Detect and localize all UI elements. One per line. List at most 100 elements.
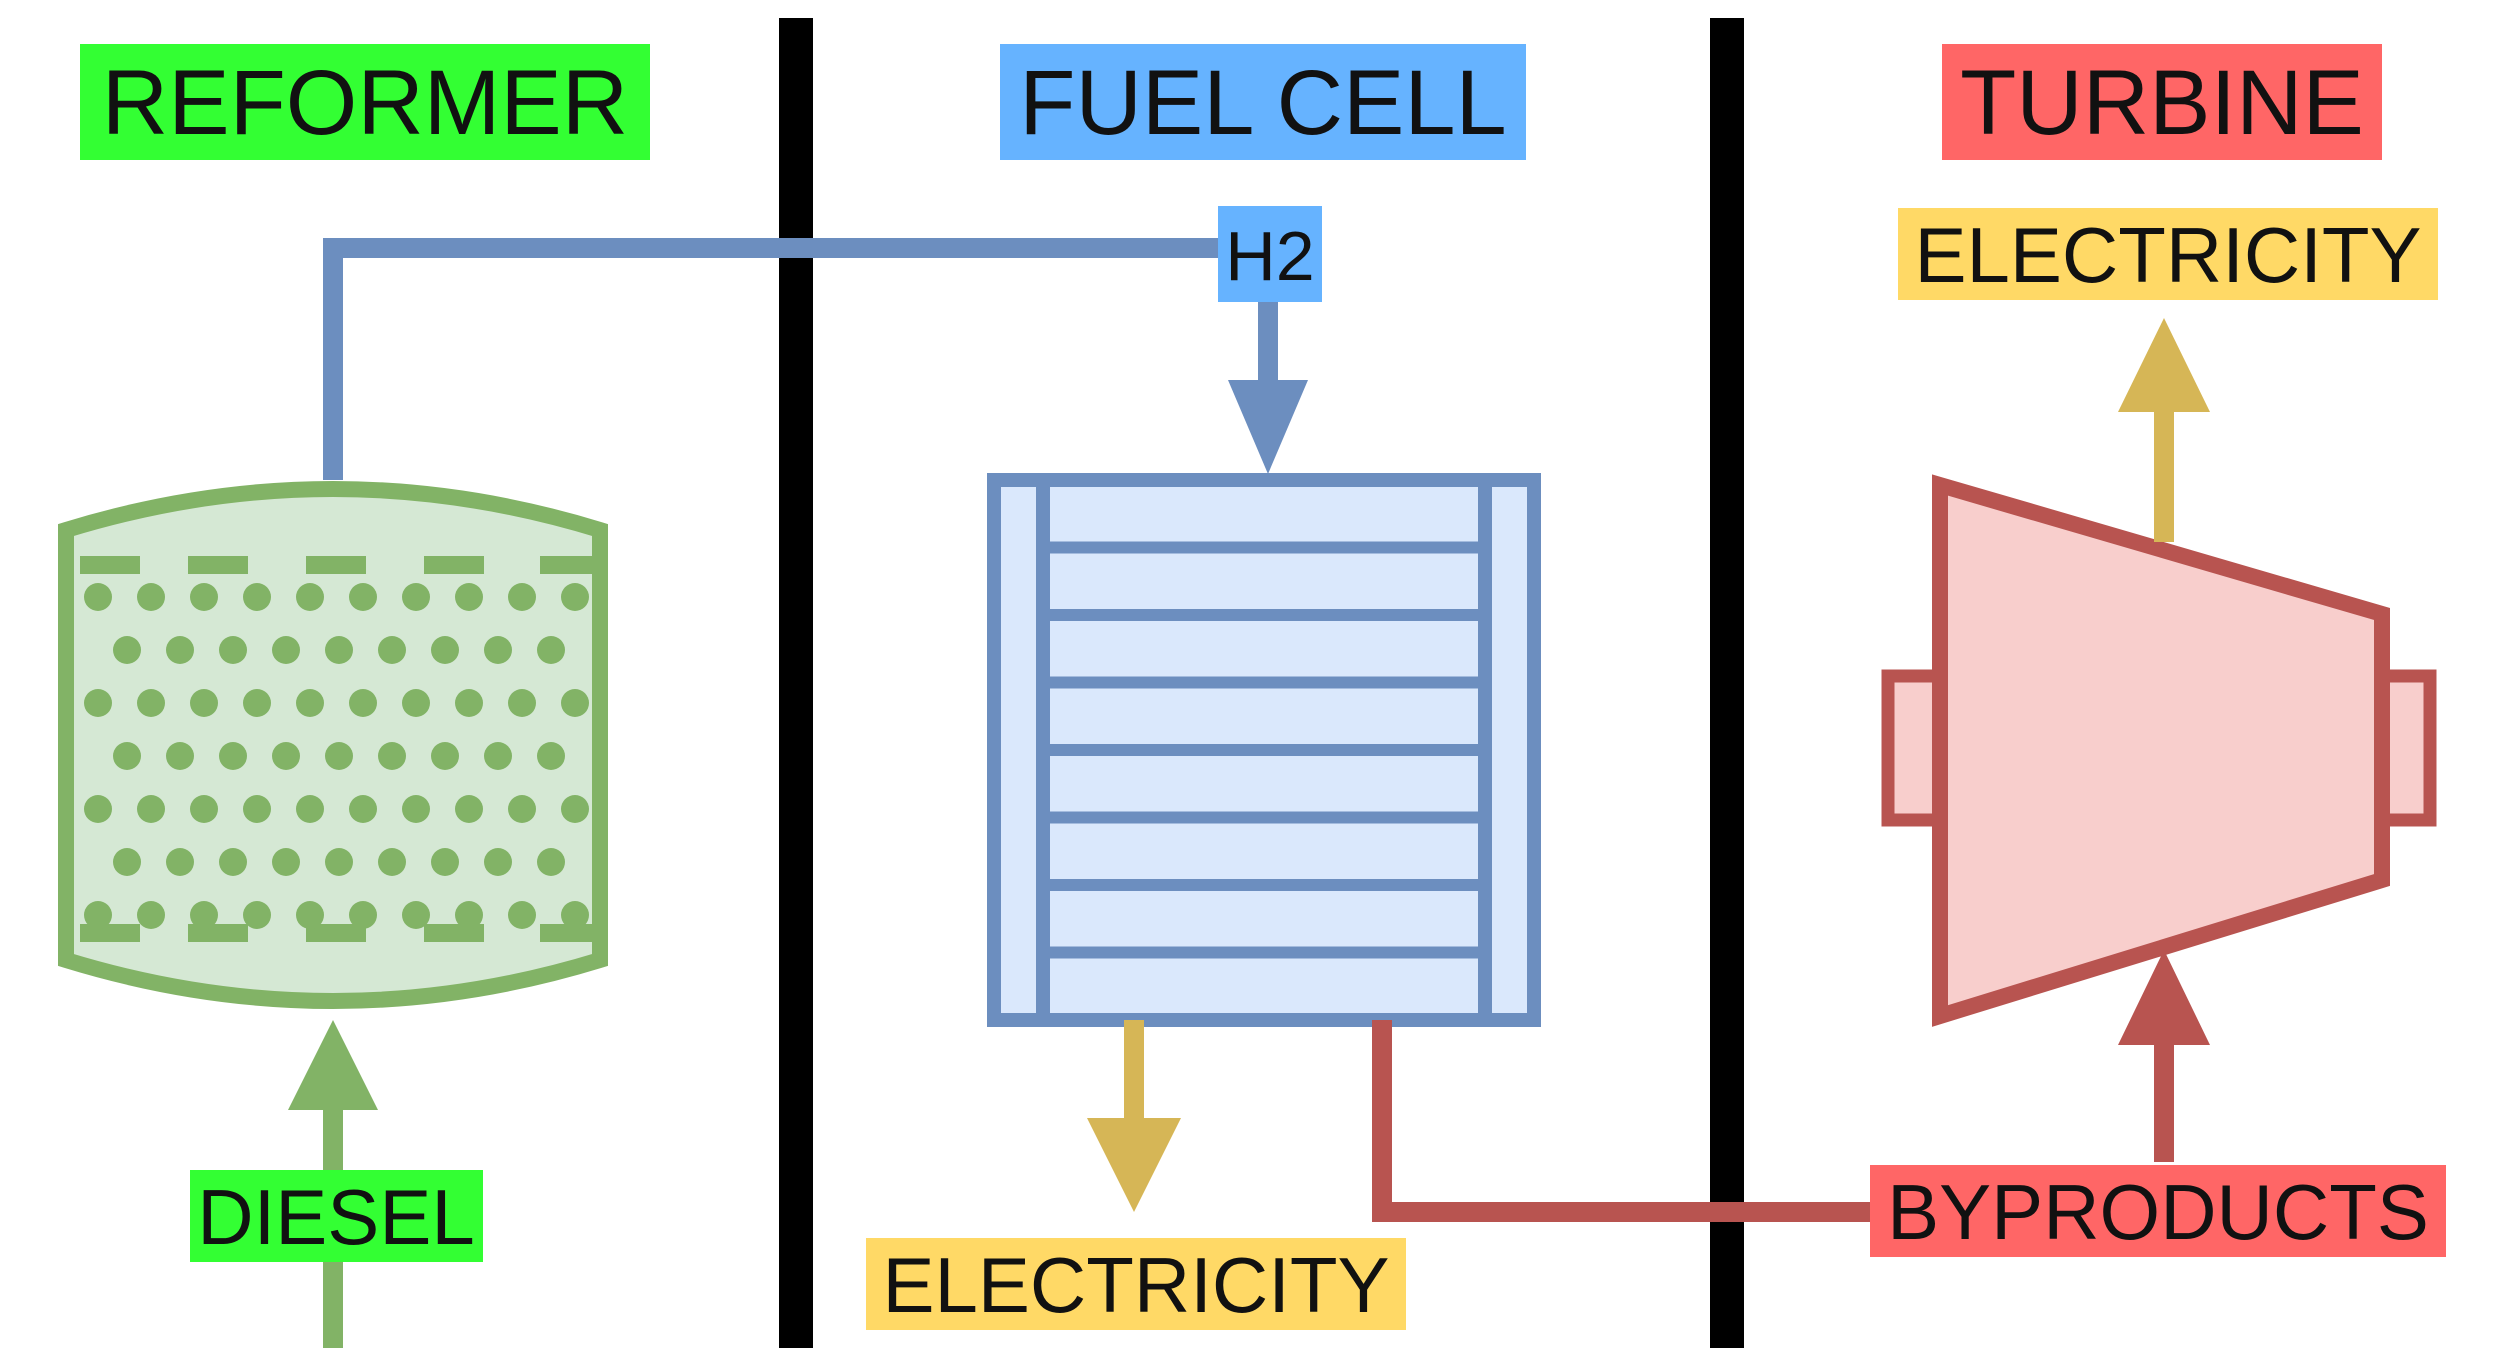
turbine-electricity-label: ELECTRICITY bbox=[1898, 208, 2438, 300]
catalyst-pellet bbox=[190, 583, 218, 611]
fuel-cell-electricity-arrowhead bbox=[1087, 1118, 1181, 1212]
catalyst-pellet bbox=[190, 689, 218, 717]
catalyst-pellet bbox=[484, 848, 512, 876]
catalyst-pellet bbox=[219, 848, 247, 876]
catalyst-pellet bbox=[84, 795, 112, 823]
catalyst-pellet bbox=[243, 583, 271, 611]
catalyst-pellet bbox=[484, 742, 512, 770]
catalyst-pellet bbox=[378, 742, 406, 770]
h2-pipe bbox=[323, 238, 1278, 480]
catalyst-pellet bbox=[378, 848, 406, 876]
byproducts-label-bg bbox=[1870, 1165, 2446, 1257]
catalyst-pellet bbox=[166, 636, 194, 664]
fuel-cell-electricity-label-bg bbox=[866, 1238, 1406, 1330]
catalyst-pellet bbox=[84, 689, 112, 717]
catalyst-pellet bbox=[402, 689, 430, 717]
distributor-dash bbox=[540, 556, 600, 574]
catalyst-pellet bbox=[349, 795, 377, 823]
fuel-cell-title: FUEL CELL bbox=[1000, 44, 1526, 160]
turbine-title-text: TURBINE bbox=[1960, 52, 2364, 154]
catalyst-pellet bbox=[296, 583, 324, 611]
catalyst-pellet bbox=[402, 795, 430, 823]
catalyst-pellet bbox=[137, 901, 165, 929]
distributor-dash bbox=[306, 924, 366, 942]
catalyst-pellet bbox=[508, 901, 536, 929]
catalyst-pellet bbox=[325, 636, 353, 664]
catalyst-pellet bbox=[166, 848, 194, 876]
catalyst-pellet bbox=[537, 848, 565, 876]
catalyst-pellet bbox=[84, 583, 112, 611]
catalyst-pellet bbox=[243, 901, 271, 929]
catalyst-pellet bbox=[166, 742, 194, 770]
catalyst-pellet bbox=[537, 742, 565, 770]
catalyst-pellet bbox=[272, 848, 300, 876]
catalyst-pellet bbox=[84, 901, 112, 929]
catalyst-pellet bbox=[431, 636, 459, 664]
reformer-title: REFORMER bbox=[80, 44, 650, 160]
turbine-electricity-label-text: ELECTRICITY bbox=[1914, 211, 2421, 299]
catalyst-pellet bbox=[219, 636, 247, 664]
catalyst-pellet bbox=[402, 901, 430, 929]
catalyst-pellet bbox=[190, 795, 218, 823]
byproducts-label: BYPRODUCTS bbox=[1870, 1165, 2446, 1257]
diesel-arrowhead bbox=[288, 1020, 378, 1110]
h2-label: H2 bbox=[1218, 206, 1322, 302]
catalyst-pellet bbox=[296, 689, 324, 717]
turbine-electricity-arrowhead bbox=[2118, 318, 2210, 412]
catalyst-pellet bbox=[113, 848, 141, 876]
byproducts-label-text: BYPRODUCTS bbox=[1887, 1168, 2429, 1256]
catalyst-pellet bbox=[455, 583, 483, 611]
fuel-cell-electricity-label-text: ELECTRICITY bbox=[882, 1241, 1389, 1329]
turbine-electricity-label-bg bbox=[1898, 208, 2438, 300]
catalyst-pellet bbox=[431, 848, 459, 876]
catalyst-pellet bbox=[272, 742, 300, 770]
fuel-cell-electricity-label: ELECTRICITY bbox=[866, 1238, 1406, 1330]
h2-label-text: H2 bbox=[1225, 217, 1314, 295]
distributor-dash bbox=[80, 924, 140, 942]
catalyst-pellet bbox=[561, 689, 589, 717]
catalyst-pellet bbox=[561, 583, 589, 611]
diesel-label-text: DIESEL bbox=[197, 1173, 474, 1261]
diesel-label: DIESEL bbox=[190, 1170, 483, 1262]
catalyst-pellet bbox=[113, 636, 141, 664]
fuel-cell-title-text: FUEL CELL bbox=[1019, 52, 1506, 154]
distributor-dash bbox=[80, 556, 140, 574]
catalyst-pellet bbox=[137, 795, 165, 823]
distributor-dash bbox=[306, 556, 366, 574]
catalyst-pellet bbox=[137, 583, 165, 611]
catalyst-pellet bbox=[402, 583, 430, 611]
catalyst-pellet bbox=[561, 795, 589, 823]
fuel-cell-stack bbox=[987, 473, 1541, 1027]
byproducts-arrowhead bbox=[2118, 950, 2210, 1045]
turbine-title: TURBINE bbox=[1942, 44, 2382, 160]
catalyst-pellet bbox=[243, 689, 271, 717]
catalyst-pellet bbox=[508, 583, 536, 611]
reformer-title-text: REFORMER bbox=[102, 52, 628, 154]
catalyst-pellet bbox=[455, 901, 483, 929]
catalyst-pellet bbox=[561, 901, 589, 929]
catalyst-pellet bbox=[113, 742, 141, 770]
fuel-cell-membranes bbox=[1043, 541, 1485, 959]
catalyst-pellet bbox=[349, 583, 377, 611]
distributor-dash bbox=[424, 556, 484, 574]
catalyst-pellet bbox=[455, 795, 483, 823]
catalyst-pellet bbox=[508, 689, 536, 717]
distributor-dash bbox=[188, 556, 248, 574]
catalyst-pellet bbox=[455, 689, 483, 717]
catalyst-pellet bbox=[508, 795, 536, 823]
distributor-dash bbox=[540, 924, 600, 942]
catalyst-pellet bbox=[431, 742, 459, 770]
catalyst-pellet bbox=[349, 901, 377, 929]
byproducts-pipe bbox=[1372, 1020, 1890, 1222]
reformer-catalyst-bed bbox=[84, 583, 589, 929]
catalyst-pellet bbox=[296, 795, 324, 823]
h2-label-bg bbox=[1218, 206, 1322, 302]
diesel-label-bg bbox=[190, 1170, 483, 1262]
divider-right bbox=[1710, 18, 1744, 1348]
reformer-title-bg bbox=[80, 44, 650, 160]
catalyst-pellet bbox=[137, 689, 165, 717]
turbine bbox=[1881, 474, 2437, 1027]
catalyst-pellet bbox=[325, 848, 353, 876]
catalyst-pellet bbox=[219, 742, 247, 770]
